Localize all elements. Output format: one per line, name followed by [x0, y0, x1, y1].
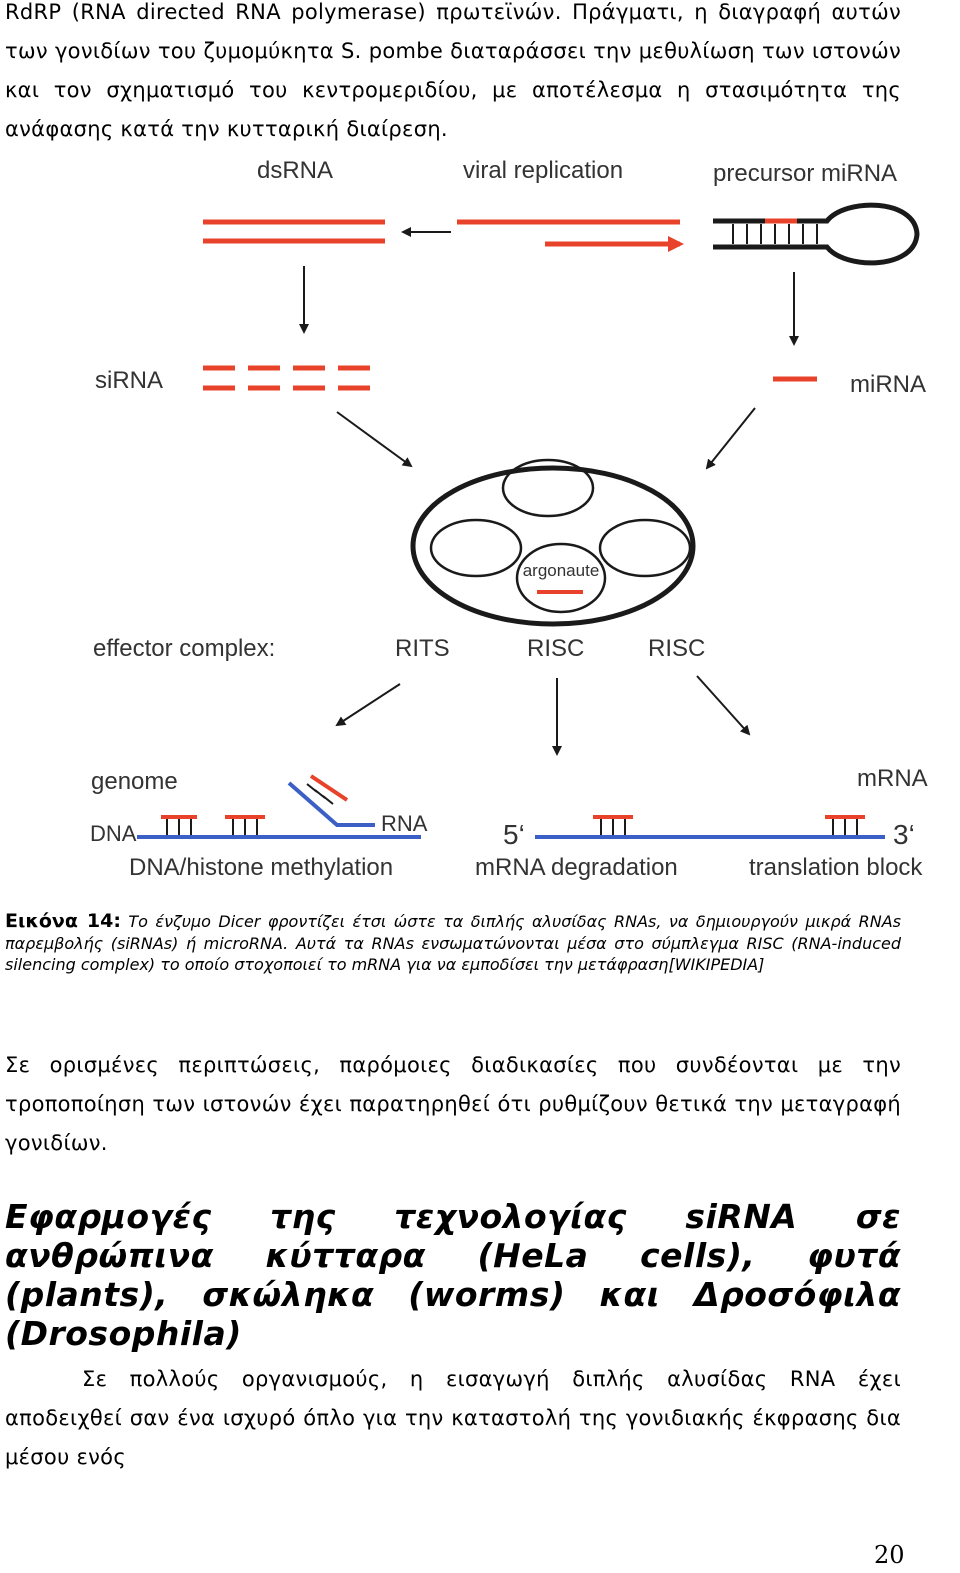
risc-label-1: RISC: [527, 635, 584, 662]
genome-label: genome: [91, 768, 178, 795]
intro-paragraph: RdRP (RNA directed RNA polymerase) πρωτε…: [5, 0, 901, 141]
three-prime-label: 3‘: [893, 819, 915, 850]
argonaute-label: argonaute: [523, 561, 600, 580]
mrna-degradation-label: mRNA degradation: [475, 854, 678, 881]
hairpin-base-pairs: [732, 224, 818, 244]
mirna-to-complex-arrow: [705, 407, 756, 470]
sirna-label: siRNA: [95, 367, 163, 394]
mrna-bound-rnas: [593, 815, 865, 835]
body-paragraph: Σε ορισμένες περιπτώσεις, παρόμοιες διαδ…: [5, 1053, 901, 1155]
sirna-to-complex-arrow: [336, 411, 413, 468]
caption-label: Εικόνα 14:: [5, 910, 121, 932]
rits-arrow: [335, 683, 401, 727]
risc-diagonal-arrow: [696, 675, 751, 736]
dna-histone-methylation-label: DNA/histone methylation: [129, 854, 393, 881]
last-paragraph: Σε πολλούς οργανισμούς, η εισαγωγή διπλή…: [5, 1367, 901, 1469]
page-number: 20: [874, 1541, 905, 1569]
effector-complex-label: effector complex:: [93, 635, 275, 662]
sirna-fragments: [203, 365, 370, 391]
rits-rna-hook: [287, 774, 375, 827]
mrna-label: mRNA: [857, 765, 928, 792]
dsrna-strands: [203, 219, 385, 244]
section-heading: Εφαρμογές της τεχνολογίας siRNA σε ανθρώ…: [5, 1197, 901, 1353]
figure-caption: Εικόνα 14: Το ένζυμο Dicer φροντίζει έτσ…: [5, 910, 901, 976]
rnai-pathway-figure: dsRNA viral replication precursor miRNA …: [90, 157, 928, 881]
risc-label-2: RISC: [648, 635, 705, 662]
rna-label: RNA: [381, 811, 428, 836]
effector-complex-ellipse: [410, 458, 696, 627]
five-prime-label: 5‘: [503, 819, 525, 850]
viral-replication-strands: [457, 219, 684, 252]
dsrna-label: dsRNA: [257, 157, 333, 184]
caption-text: Το ένζυμο Dicer φροντίζει έτσι ώστε τα δ…: [5, 912, 901, 974]
translation-block-label: translation block: [749, 854, 923, 881]
dna-label: DNA: [90, 821, 137, 846]
mirna-label: miRNA: [850, 371, 926, 398]
dna-bound-rnas: [161, 815, 265, 835]
rits-label: RITS: [395, 635, 450, 662]
precursor-mirna-hairpin: [713, 202, 920, 266]
viral-replication-label: viral replication: [463, 157, 623, 184]
precursor-mirna-label: precursor miRNA: [713, 160, 897, 187]
